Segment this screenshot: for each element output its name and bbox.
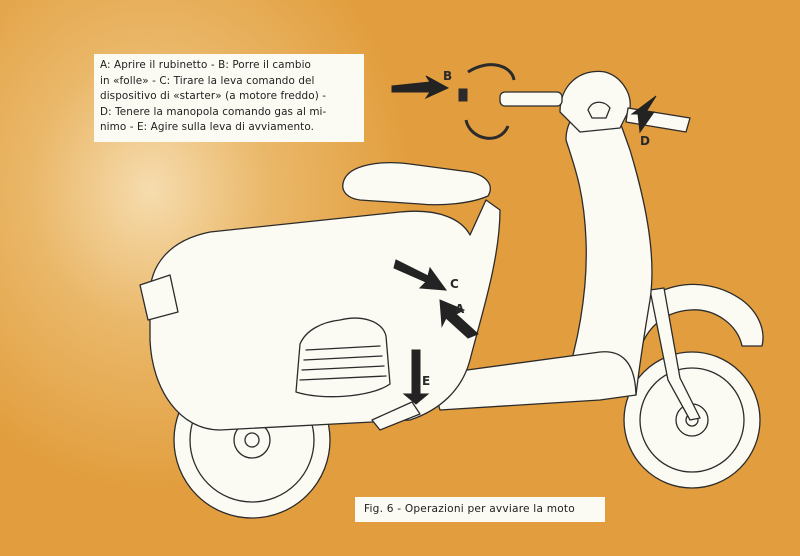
horn-cover	[587, 101, 611, 119]
tail-light	[139, 274, 179, 321]
arrow-e	[402, 349, 430, 405]
floorboard	[429, 351, 637, 411]
headset	[559, 70, 631, 133]
front-fork	[649, 287, 701, 421]
figure-caption: Fig. 6 - Operazioni per avviare la moto	[355, 497, 605, 522]
instruction-line: D: Tenere la manopola comando gas al mi-	[100, 105, 327, 118]
instruction-line: in «folle» - C: Tirare la leva comando d…	[100, 74, 315, 87]
callout-label-b: B	[443, 69, 452, 83]
callout-label-a: A	[455, 302, 465, 316]
arrow-a	[439, 299, 479, 339]
instruction-line: nimo - E: Agire sulla leva di avviamento…	[100, 121, 315, 134]
arrow-b	[391, 75, 450, 100]
engine-fins	[299, 345, 387, 381]
instructions-box: A: Aprire il rubinetto - B: Porre il cam…	[94, 54, 364, 142]
callout-label-c: C	[450, 277, 459, 291]
instruction-line: A: Aprire il rubinetto - B: Porre il cam…	[100, 59, 312, 71]
instruction-line: dispositivo di «starter» (a motore fredd…	[100, 90, 327, 103]
callout-label-e: E	[422, 374, 430, 388]
kickstart-lever	[371, 401, 421, 431]
gear-shift-diagram	[458, 63, 516, 140]
callout-label-d: D	[640, 134, 650, 148]
arrow-d	[630, 95, 657, 134]
seat	[342, 162, 491, 206]
handlebar-grip	[499, 91, 563, 107]
pointer-arrows	[391, 75, 657, 405]
arrow-c	[393, 259, 448, 291]
